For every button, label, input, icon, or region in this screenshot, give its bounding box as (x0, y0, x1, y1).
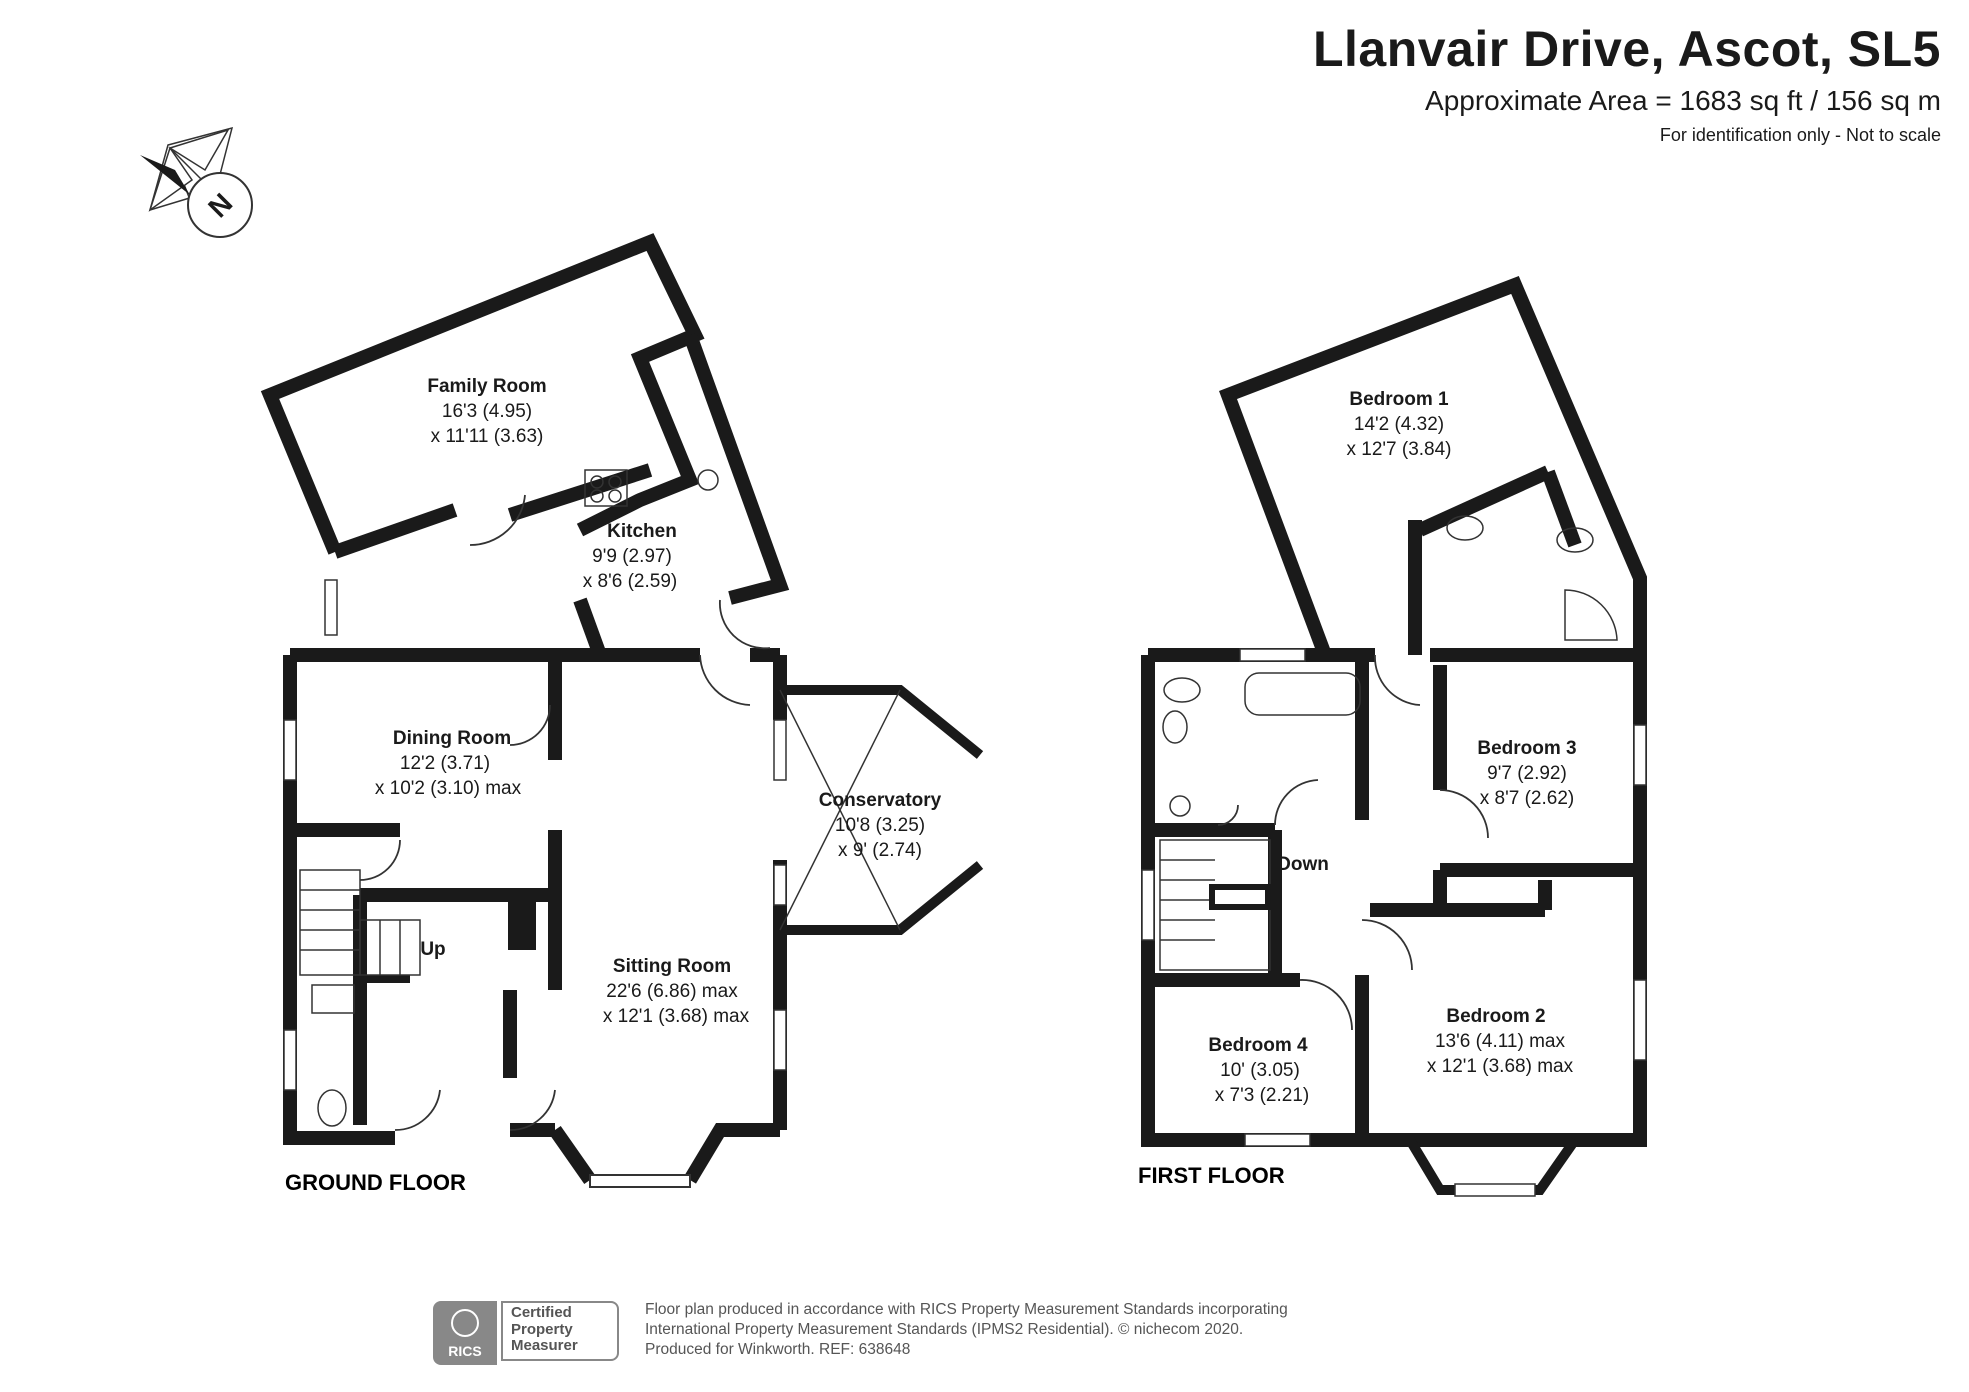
room-dim1-bedroom-4: 10' (3.05) (1220, 1060, 1300, 1081)
room-name-bedroom-4: Bedroom 4 (1208, 1035, 1308, 1056)
room-dim1-dining-room: 12'2 (3.71) (400, 753, 490, 774)
room-name-conservatory: Conservatory (819, 790, 942, 811)
room-dim1-bedroom-3: 9'7 (2.92) (1487, 763, 1567, 784)
room-dim1-sitting-room: 22'6 (6.86) max (606, 981, 738, 1002)
ground-room-labels: Family Room 16'3 (4.95) x 11'11 (3.63) K… (375, 376, 942, 1027)
badge-line-3: Measurer (511, 1337, 578, 1354)
badge-line-2: Property (511, 1320, 573, 1338)
room-dim1-conservatory: 10'8 (3.25) (835, 815, 925, 836)
rics-badge: RICS Certified Property Measurer (433, 1301, 633, 1365)
room-dim1-bedroom-1: 14'2 (4.32) (1354, 414, 1444, 435)
first-floor-walls (1141, 276, 1647, 1147)
room-name-dining-room: Dining Room (393, 728, 511, 749)
room-name-kitchen: Kitchen (607, 521, 677, 542)
certified-measurer-box: Certified Property Measurer (501, 1301, 619, 1361)
room-dim2-bedroom-3: x 8'7 (2.62) (1480, 788, 1574, 809)
first-windows (1141, 648, 1647, 1197)
stairs-label-down: Down (1277, 854, 1329, 875)
footer-line-1: Floor plan produced in accordance with R… (645, 1301, 1288, 1318)
first-door-swings (1217, 654, 1489, 1031)
footer-line-3: Produced for Winkworth. REF: 638648 (645, 1341, 911, 1359)
room-name-sitting-room: Sitting Room (613, 956, 731, 977)
ground-door-swings (359, 494, 771, 1131)
first-floor-label: FIRST FLOOR (1138, 1163, 1285, 1188)
stairs-label-up: Up (420, 939, 445, 960)
disclaimer-note: For identification only - Not to scale (1659, 125, 1941, 145)
ground-stairs (299, 869, 421, 976)
conservatory-glazing (779, 689, 901, 931)
room-name-bedroom-1: Bedroom 1 (1349, 389, 1449, 410)
footer-line-2: International Property Measurement Stand… (645, 1321, 1244, 1339)
room-dim2-bedroom-2: x 12'1 (3.68) max (1427, 1056, 1574, 1077)
room-dim2-bedroom-1: x 12'7 (3.84) (1346, 439, 1451, 460)
compass-icon: N (140, 126, 253, 238)
room-dim1-kitchen: 9'9 (2.97) (592, 546, 672, 567)
header: Llanvair Drive, Ascot, SL5 Approximate A… (1313, 22, 1941, 146)
room-dim2-family-room: x 11'11 (3.63) (431, 426, 544, 447)
bedroom2-bay-window (1405, 1137, 1580, 1195)
rics-org-label: RICS (448, 1343, 482, 1359)
room-dim1-bedroom-2: 13'6 (4.11) max (1435, 1031, 1566, 1052)
first-bathroom-fittings (1162, 515, 1618, 817)
room-dim2-conservatory: x 9' (2.74) (838, 840, 922, 861)
ground-wc-fittings (311, 984, 355, 1127)
wc-wall (360, 975, 410, 983)
ground-windows (283, 579, 787, 1091)
badge-line-1: Certified (511, 1304, 572, 1321)
sitting-room-bay-window (589, 1174, 691, 1188)
ground-floor-label: GROUND FLOOR (285, 1170, 466, 1195)
footer-text: Floor plan produced in accordance with R… (645, 1300, 1288, 1360)
room-dim2-kitchen: x 8'6 (2.59) (583, 571, 677, 592)
approximate-area: Approximate Area = 1683 sq ft / 156 sq m (1425, 85, 1941, 116)
kitchen-fittings (584, 469, 719, 507)
page-title: Llanvair Drive, Ascot, SL5 (1312, 21, 1941, 77)
room-dim2-bedroom-4: x 7'3 (2.21) (1215, 1085, 1309, 1106)
rics-crest-icon (451, 1309, 479, 1337)
chimney-breast (508, 890, 536, 950)
room-name-family-room: Family Room (427, 376, 546, 397)
room-name-bedroom-3: Bedroom 3 (1477, 738, 1576, 759)
room-name-bedroom-2: Bedroom 2 (1446, 1006, 1545, 1027)
room-dim2-sitting-room: x 12'1 (3.68) max (603, 1006, 750, 1027)
first-stairs (1159, 839, 1271, 971)
first-room-labels: Bedroom 1 14'2 (4.32) x 12'7 (3.84) Bedr… (1208, 389, 1576, 1106)
room-dim1-family-room: 16'3 (4.95) (442, 401, 532, 422)
room-dim2-dining-room: x 10'2 (3.10) max (375, 778, 522, 799)
rics-logo: RICS (433, 1301, 497, 1365)
